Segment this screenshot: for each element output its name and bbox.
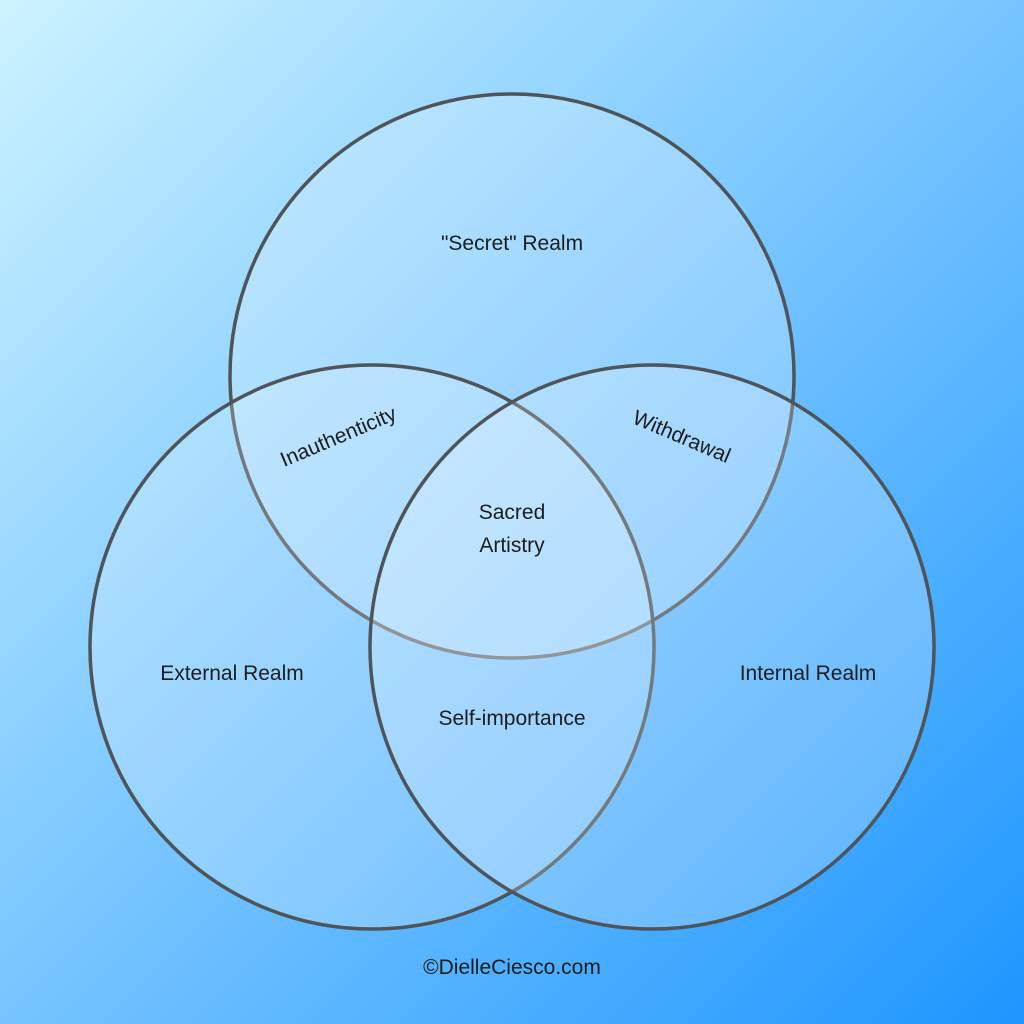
copyright-credit: ©DielleCiesco.com [423, 956, 601, 979]
external-realm-label: External Realm [160, 662, 304, 685]
external-realm-circle [88, 363, 656, 931]
self-importance-label: Self-importance [438, 707, 585, 730]
internal-realm-label: Internal Realm [740, 662, 877, 685]
sacred-artistry-line1: Sacred [479, 501, 546, 524]
internal-realm-circle [368, 363, 936, 931]
secret-realm-circle [228, 92, 796, 660]
sacred-artistry-line2: Artistry [479, 534, 545, 557]
secret-realm-label: "Secret" Realm [441, 232, 583, 255]
